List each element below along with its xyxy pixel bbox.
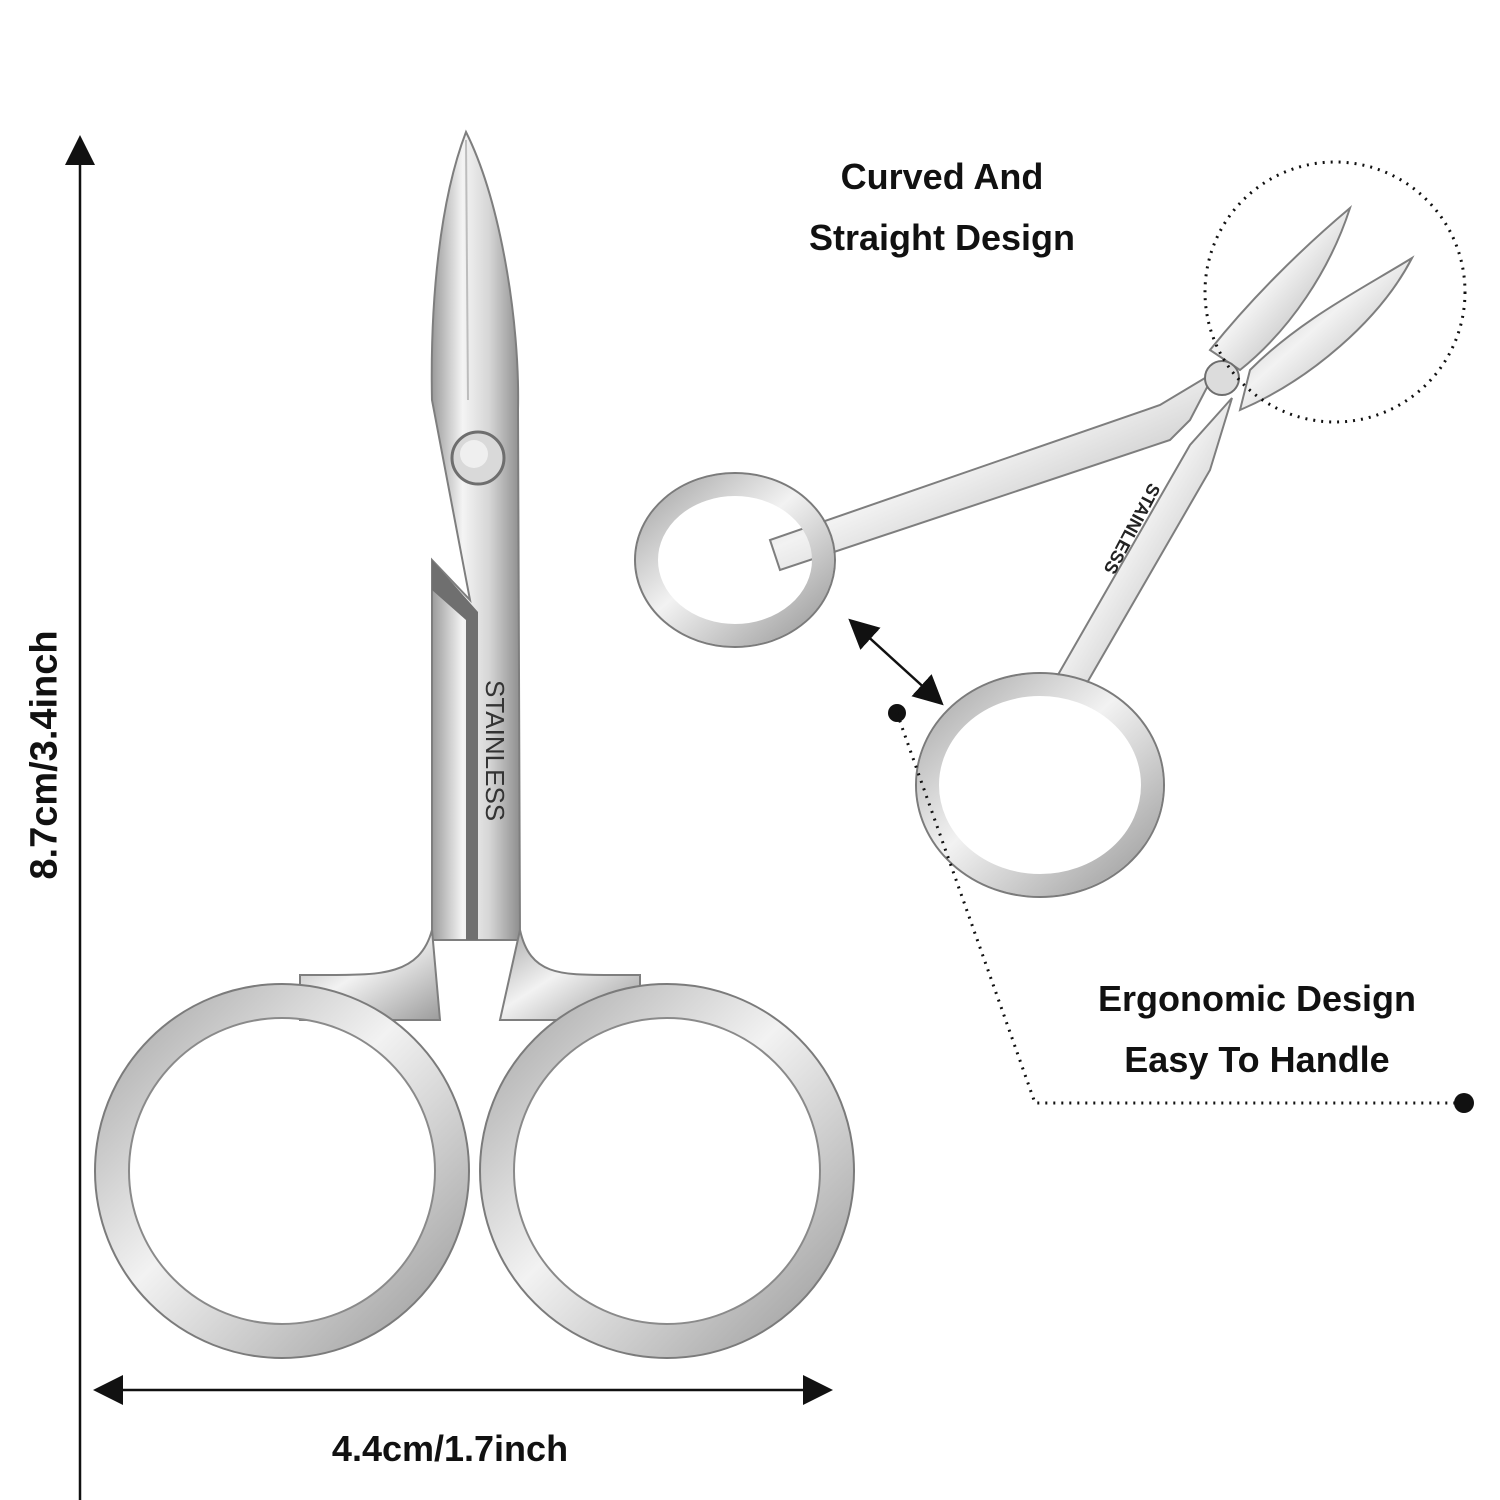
handle-callout-line-2: Easy To Handle (1124, 1039, 1390, 1080)
tip-highlight-circle (1203, 160, 1467, 424)
finger-ring-right (480, 984, 854, 1358)
scissors-front-view: STAINLESS (94, 129, 855, 1359)
handle-gap-arrow (848, 618, 944, 706)
tip-callout-line-2: Straight Design (808, 217, 1076, 258)
handle-design-callout: Ergonomic Design Easy To Handle (1098, 968, 1416, 1090)
engraving-text-front: STAINLESS (480, 680, 510, 821)
width-dimension-label: 4.4cm/1.7inch (331, 1428, 569, 1469)
height-dimension-label: 8.7cm/3.4inch (23, 630, 66, 880)
handle-callout-line-1: Ergonomic Design (1097, 978, 1417, 1019)
finger-ring-upper (636, 474, 834, 646)
tip-callout-line-1: Curved And (840, 156, 1044, 197)
blade-icon (430, 129, 522, 941)
tip-design-callout: Curved And Straight Design (809, 146, 1075, 268)
scissors-angled-view: STAINLESS (634, 204, 1415, 898)
handle-leader-line (895, 712, 1464, 1105)
leader-dot-end (1454, 1093, 1474, 1113)
pivot-screw-icon-angled (1204, 360, 1240, 396)
finger-ring-lower (917, 674, 1163, 896)
finger-ring-left (95, 984, 469, 1358)
